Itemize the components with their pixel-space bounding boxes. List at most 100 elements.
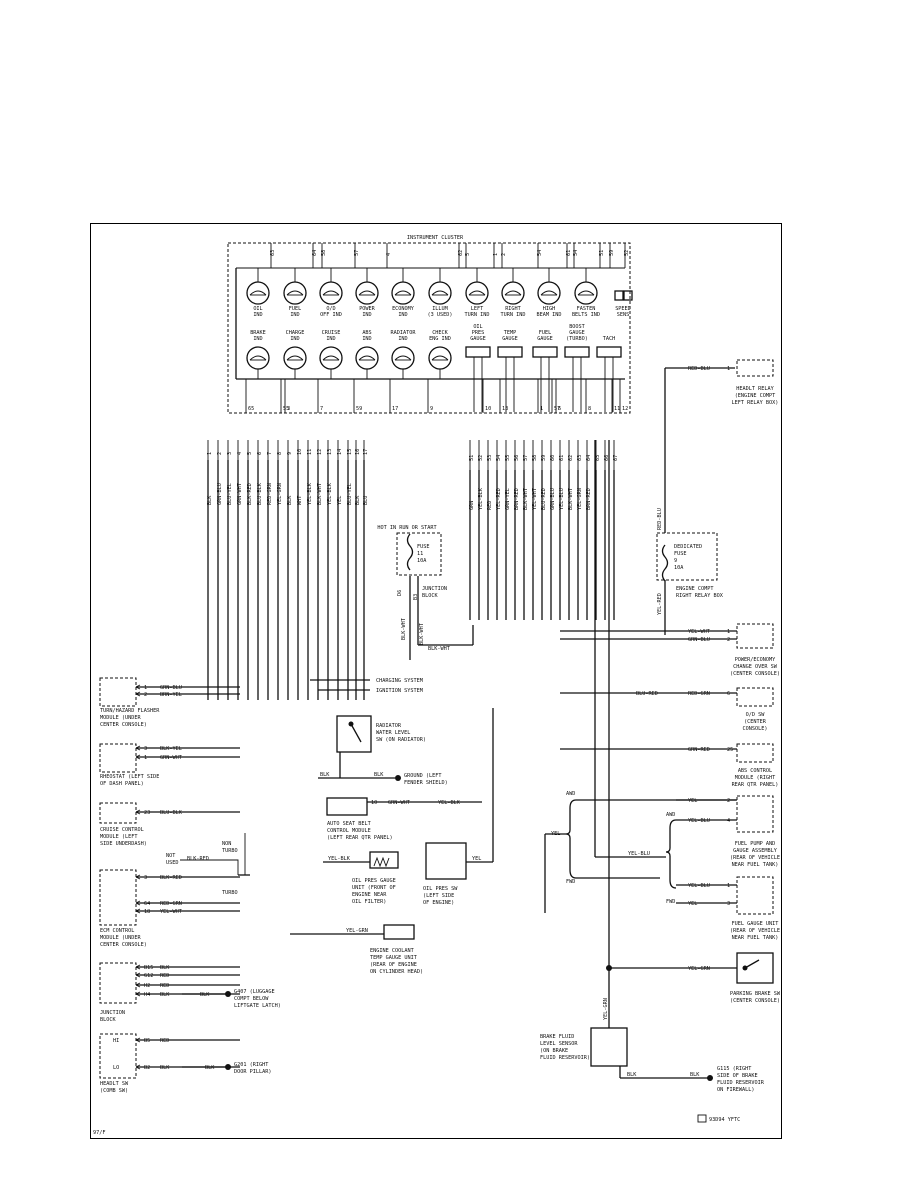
left-comp-pin-5-4: H4 — [144, 992, 150, 998]
left-comp-pin-1-1: 1 — [144, 685, 147, 691]
fuse-header: HOT IN RUN OR START — [377, 525, 436, 531]
right-comp-label-2-l1: POWER/ECONOMY — [735, 657, 776, 663]
left-comp-wire-5-2: RED — [160, 973, 169, 979]
right-wire-59: BLU-RED — [541, 488, 547, 510]
cluster-bottom-pin-4: 7 — [320, 406, 323, 412]
g115-label-l3: FLUID RESERVOIR — [717, 1080, 765, 1086]
right-wire-63: YEL-GRN — [577, 488, 583, 510]
left-wire-15: BLU-YEL — [347, 483, 353, 505]
left-pin-6: 6 — [257, 452, 263, 455]
ded-text-l4: 10A — [674, 565, 684, 571]
left-comp-wire-5-4: BLK — [160, 992, 170, 998]
turbo-label: TURBO — [222, 890, 238, 896]
top-ind-label-10-l1: FASTEN — [577, 306, 596, 312]
left-wire-7: RED-GRN — [267, 483, 273, 505]
cluster-top-pin-14: 52 — [624, 250, 630, 256]
top-ind-label-10-l2: BELTS IND — [572, 312, 600, 318]
g407-label-l3: LIFTGATE LATCH) — [234, 1003, 281, 1009]
gauge-label-1-l3: GAUGE — [470, 336, 486, 342]
right-comp-pin-6-2: 3 — [727, 901, 730, 907]
g115-label-l1: G115 (RIGHT — [717, 1066, 751, 1072]
bottom-ind-label-6-l2: ENG IND — [429, 336, 451, 342]
right-wire-56: BRN-RED — [514, 488, 520, 510]
asb-wire-2: YEL-BLK — [438, 800, 461, 806]
right-wire-64: BRN-RED — [586, 488, 592, 510]
right-wire-61: YEL-BLU — [559, 488, 565, 510]
right-comp-label-1-l1: HEADLT RELAY — [736, 386, 774, 392]
right-pin-53: 53 — [487, 455, 493, 461]
indicator-bulb-top-10 — [574, 281, 598, 305]
right-comp-wire-2-2: GRN-BLU — [688, 637, 710, 643]
ground-wire-2: BLK — [320, 772, 330, 778]
oil-pres-sw-label-l1: OIL PRES SW — [423, 886, 458, 892]
ded-text-l1: DEDICATED — [674, 544, 702, 550]
left-comp-label-5-l2: BLOCK — [100, 1017, 116, 1023]
ops-wire: YEL — [472, 856, 481, 862]
speed-sens-label-l1: SPEED — [615, 306, 631, 312]
right-pin-51: 51 — [469, 455, 475, 461]
cluster-bottom-pin-8: 10 — [485, 406, 491, 412]
engine-coolant-temp-unit-label-l1: ENGINE COOLANT — [370, 948, 414, 954]
auto-seat-belt-module-label-l1: AUTO SEAT BELT — [327, 821, 371, 827]
g201-wire: BLK — [205, 1065, 215, 1071]
right-comp-pin-6-1: 1 — [727, 883, 730, 889]
cluster-top-pin-13: 51 — [599, 250, 605, 256]
top-ind-label-3-l1: O/D — [326, 306, 335, 312]
left-comp-wire-4-2: RED-GRN — [160, 901, 182, 907]
not-used-l1: NOT — [166, 853, 175, 859]
brake-fluid-level-sensor-label-l3: (ON BRAKE — [540, 1048, 568, 1054]
left-wire-5: BLK-RED — [247, 483, 253, 505]
ded-text-l3: 9 — [674, 558, 677, 564]
g201-label-l2: DOOR PILLAR) — [234, 1069, 271, 1075]
left-comp-wire-4-3: YEL-WHT — [160, 909, 182, 915]
fwd-label-right: FWD — [666, 899, 675, 905]
left-comp-pin-6-1: B5 — [144, 1038, 150, 1044]
gauge-label-1-l1: OIL — [473, 324, 482, 330]
indicator-bulb-top-1 — [246, 281, 270, 305]
right-comp-wire-5-1: YEL — [688, 798, 697, 804]
cluster-bottom-pin-2: 55 — [283, 406, 289, 412]
left-comp-pin-2-1: 3 — [144, 746, 147, 752]
indicator-bulb-top-3 — [319, 281, 343, 305]
cluster-bottom-pin-7: 9 — [430, 406, 433, 412]
oil-pres-gauge-unit-label-l2: UNIT (FRONT OF — [352, 885, 396, 891]
top-ind-label-7-l2: TURN IND — [465, 312, 490, 318]
left-pin-7: 7 — [267, 452, 273, 455]
left-comp-wire-4-1: BLK-RED — [160, 875, 182, 881]
top-ind-label-2-l1: FUEL — [289, 306, 302, 312]
right-comp-pin-3-1: 6 — [727, 691, 730, 697]
asb-wire-1: GRN-WHT — [388, 800, 410, 806]
right-pin-63: 63 — [577, 455, 583, 461]
right-comp-label-6-l1: FUEL GAUGE UNIT — [732, 921, 779, 927]
right-comp-pin-2-1: 1 — [727, 629, 730, 635]
right-comp-label-2-l2: CHANGE OVER SW — [733, 664, 778, 670]
awd-label-right: AWD — [666, 812, 675, 818]
left-comp-pin-5-1: B15 — [144, 965, 153, 971]
gauge-box-5 — [596, 346, 622, 358]
left-wire-1: BLK — [207, 495, 213, 505]
bottom-ind-label-3-l1: CRUISE — [322, 330, 341, 336]
left-wire-16: BLK — [355, 495, 361, 505]
bottom-ind-label-6-l1: CHECK — [432, 330, 448, 336]
engine-coolant-temp-unit-label-l3: (REAR OF ENGINE — [370, 962, 417, 968]
g407-label-l2: COMPT BELOW — [234, 996, 269, 1002]
awd-fwd-select: AWD FWD YEL AWD FWD YEL-BLU — [544, 440, 736, 913]
oil-pres-gauge-unit-label-l1: OIL PRES GAUGE — [352, 878, 396, 884]
radiator-water-level-sw-label-l2: WATER LEVEL — [376, 730, 410, 736]
bottom-ind-label-1-l2: IND — [253, 336, 262, 342]
right-pin-62: 62 — [568, 455, 574, 461]
bfl-wire: YEL-GRN — [603, 998, 609, 1020]
radiator-water-level-sw-label-l3: SW (ON RADIATOR) — [376, 737, 426, 743]
cluster-top-pin-1: 63 — [270, 250, 276, 256]
left-wire-13: YEL-BLK — [327, 482, 333, 505]
left-wire-9: BLK — [287, 495, 293, 505]
left-comp-label-1-l2: MODULE (UNDER — [100, 715, 141, 721]
left-comp-pin-5-3: H2 — [144, 983, 150, 989]
fuse-text-l1: FUSE — [417, 544, 430, 550]
left-comp-wire-6-1: RED — [160, 1038, 169, 1044]
g201-label-l1: G201 (RIGHT — [234, 1062, 268, 1068]
